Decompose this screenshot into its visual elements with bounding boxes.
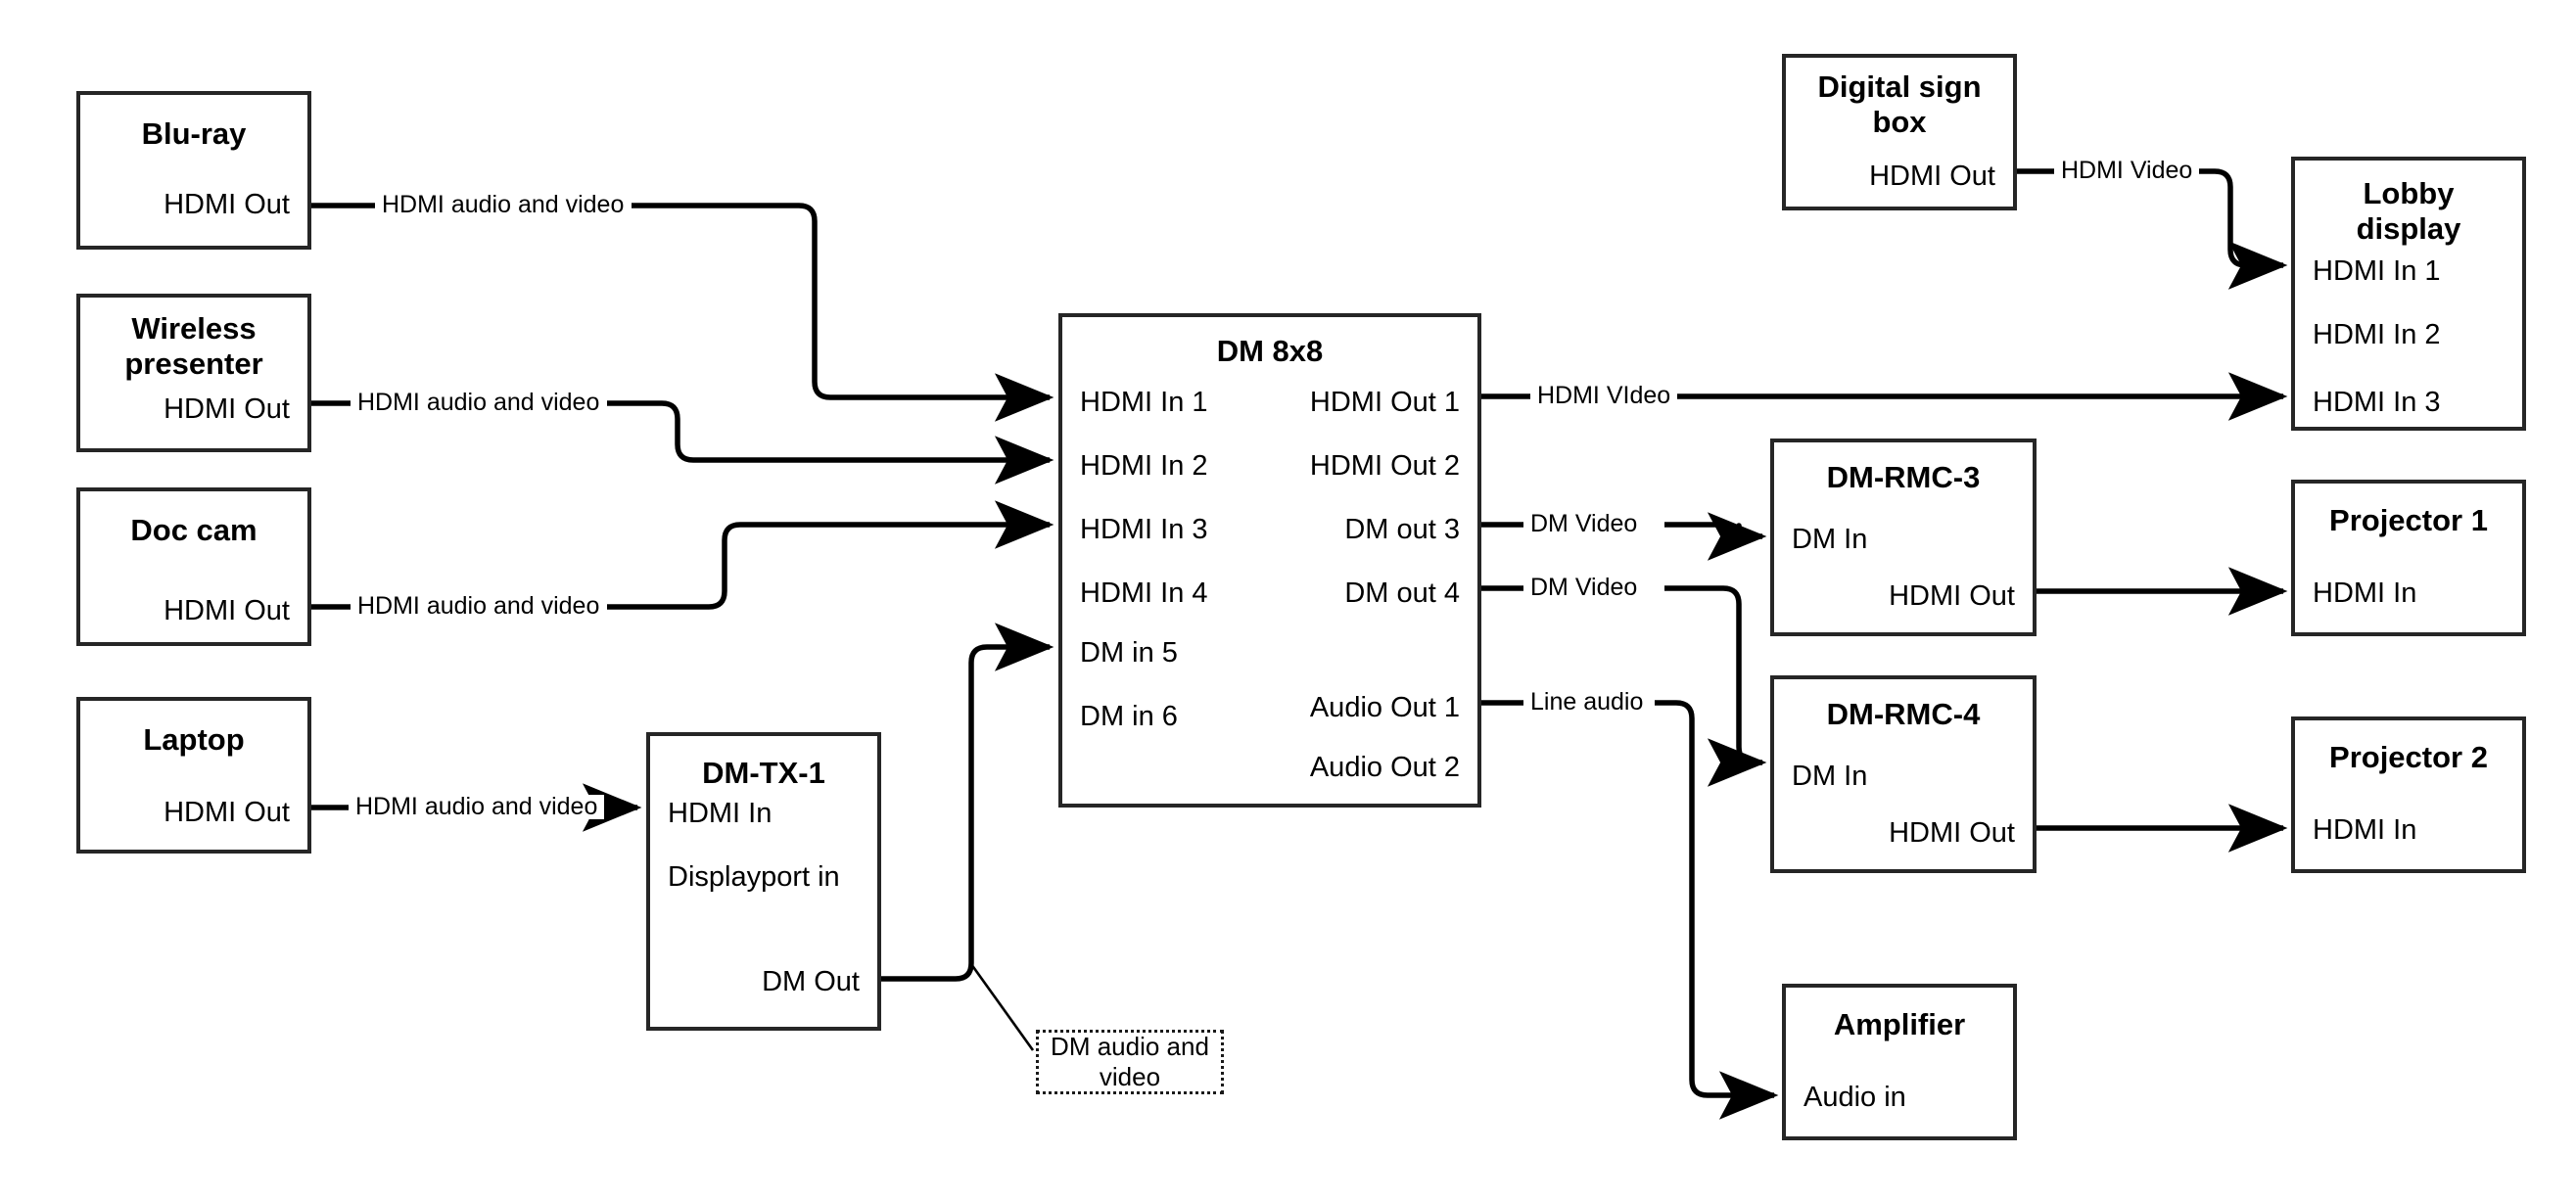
- port-dm8x8-hdmi-in-2[interactable]: HDMI In 2: [1080, 450, 1208, 482]
- port-projector1-hdmi-in[interactable]: HDMI In: [2313, 577, 2417, 609]
- port-dm8x8-hdmi-out-1[interactable]: HDMI Out 1: [1309, 387, 1460, 418]
- node-digital-sign-box-title-line1: Digital sign: [1817, 69, 1982, 104]
- node-digital-sign-box[interactable]: Digital sign box HDMI Out: [1782, 54, 2017, 210]
- port-lobby-hdmi-in-1[interactable]: HDMI In 1: [2313, 255, 2441, 287]
- wire-dmtx1-to-dm8x8: [881, 623, 1054, 982]
- wire-label-digitalsign-to-lobby: HDMI Video: [2054, 159, 2200, 183]
- node-amplifier[interactable]: Amplifier Audio in: [1782, 984, 2017, 1140]
- annotation-dm-audio-and-video-line2: video: [1099, 1062, 1161, 1091]
- node-projector-1-title: Projector 1: [2329, 503, 2488, 537]
- port-rmc4-hdmi-out[interactable]: HDMI Out: [1889, 817, 2015, 849]
- wire-label-dm8x8-audio1-to-amplifier: Line audio: [1523, 690, 1651, 715]
- node-laptop-title: Laptop: [143, 722, 245, 757]
- wire-label-laptop-to-dmtx1: HDMI audio and video: [349, 795, 605, 819]
- port-dm8x8-hdmi-in-3[interactable]: HDMI In 3: [1080, 514, 1208, 545]
- node-doc-cam-title: Doc cam: [130, 513, 258, 547]
- port-dm8x8-hdmi-in-4[interactable]: HDMI In 4: [1080, 577, 1208, 609]
- node-lobby-display[interactable]: Lobby display HDMI In 1 HDMI In 2 HDMI I…: [2291, 157, 2526, 431]
- node-dm-8x8-title: DM 8x8: [1216, 334, 1324, 368]
- node-dm-rmc-3[interactable]: DM-RMC-3 DM In HDMI Out: [1770, 439, 2037, 636]
- wire-label-bluray-to-dm8x8: HDMI audio and video: [375, 193, 632, 217]
- node-lobby-display-title-line1: Lobby: [2363, 176, 2455, 210]
- node-dm-rmc-4-title: DM-RMC-4: [1826, 697, 1981, 731]
- port-rmc3-hdmi-out[interactable]: HDMI Out: [1889, 580, 2015, 612]
- wire-label-wireless-to-dm8x8: HDMI audio and video: [351, 391, 607, 415]
- port-dm8x8-dm-in-6[interactable]: DM in 6: [1080, 701, 1178, 732]
- node-dm-rmc-3-title: DM-RMC-3: [1826, 460, 1981, 494]
- port-dm8x8-audio-out-1[interactable]: Audio Out 1: [1309, 692, 1460, 723]
- port-dm8x8-dm-out-4[interactable]: DM out 4: [1344, 577, 1460, 609]
- annotation-dm-audio-and-video: DM audio and video: [1036, 1030, 1224, 1094]
- port-dm8x8-hdmi-out-2[interactable]: HDMI Out 2: [1309, 450, 1460, 482]
- node-wireless-presenter[interactable]: Wireless presenter HDMI Out: [76, 294, 311, 452]
- port-wireless-hdmi-out[interactable]: HDMI Out: [164, 393, 290, 425]
- node-dm-tx-1[interactable]: DM-TX-1 HDMI In Displayport in DM Out: [646, 732, 881, 1031]
- port-lobby-hdmi-in-3[interactable]: HDMI In 3: [2313, 387, 2441, 418]
- node-projector-2[interactable]: Projector 2 HDMI In: [2291, 716, 2526, 873]
- node-lobby-display-title-line2: display: [2356, 211, 2461, 246]
- wire-doccam-to-dm8x8: [311, 525, 1050, 610]
- node-digital-sign-box-title-line2: box: [1872, 105, 1927, 139]
- port-dmtx1-hdmi-in[interactable]: HDMI In: [668, 798, 773, 829]
- node-projector-1[interactable]: Projector 1 HDMI In: [2291, 480, 2526, 636]
- wire-label-dm8x8-out1-to-lobby: HDMI VIdeo: [1530, 384, 1678, 408]
- wire-label-dm8x8-out3-to-rmc3: DM Video: [1523, 512, 1645, 536]
- wire-label-doccam-to-dm8x8: HDMI audio and video: [351, 594, 607, 619]
- wire-dm8x8-audio1-to-amplifier: [1480, 700, 1774, 1095]
- port-dmtx1-dm-out[interactable]: DM Out: [762, 966, 860, 997]
- port-doccam-hdmi-out[interactable]: HDMI Out: [164, 595, 290, 626]
- port-rmc3-dm-in[interactable]: DM In: [1792, 524, 1868, 555]
- annotation-dm-audio-and-video-line1: DM audio and: [1051, 1032, 1209, 1062]
- port-dm8x8-dm-out-3[interactable]: DM out 3: [1344, 514, 1460, 545]
- node-doc-cam[interactable]: Doc cam HDMI Out: [76, 487, 311, 646]
- wire-digitalsign-to-lobby: [2017, 168, 2283, 265]
- port-dm8x8-hdmi-in-1[interactable]: HDMI In 1: [1080, 387, 1208, 418]
- port-rmc4-dm-in[interactable]: DM In: [1792, 761, 1868, 792]
- node-dm-rmc-4[interactable]: DM-RMC-4 DM In HDMI Out: [1770, 675, 2037, 873]
- port-lobby-hdmi-in-2[interactable]: HDMI In 2: [2313, 319, 2441, 350]
- node-dm-tx-1-title: DM-TX-1: [702, 756, 825, 790]
- port-digitalsign-hdmi-out[interactable]: HDMI Out: [1869, 161, 1995, 192]
- node-bluray-title: Blu-ray: [141, 116, 247, 151]
- wire-dm8x8-out3-to-rmc3: [1480, 525, 1762, 540]
- node-laptop[interactable]: Laptop HDMI Out: [76, 697, 311, 854]
- node-projector-2-title: Projector 2: [2329, 740, 2488, 774]
- port-amplifier-audio-in[interactable]: Audio in: [1803, 1082, 1906, 1113]
- leader-dm-audio-and-video: [969, 963, 1035, 1051]
- port-projector2-hdmi-in[interactable]: HDMI In: [2313, 814, 2417, 846]
- node-wireless-presenter-title-line2: presenter: [124, 346, 263, 381]
- node-bluray[interactable]: Blu-ray HDMI Out: [76, 91, 311, 250]
- port-dmtx1-displayport-in[interactable]: Displayport in: [668, 861, 840, 893]
- port-dm8x8-audio-out-2[interactable]: Audio Out 2: [1309, 752, 1460, 783]
- wire-label-dm8x8-out4-to-rmc4: DM Video: [1523, 576, 1645, 600]
- wire-bluray-to-dm8x8: [311, 203, 1050, 397]
- node-amplifier-title: Amplifier: [1833, 1007, 1966, 1041]
- port-laptop-hdmi-out[interactable]: HDMI Out: [164, 797, 290, 828]
- port-bluray-hdmi-out[interactable]: HDMI Out: [164, 189, 290, 220]
- wire-dm8x8-out4-to-rmc4: [1480, 585, 1762, 762]
- node-dm-8x8[interactable]: DM 8x8 HDMI In 1 HDMI In 2 HDMI In 3 HDM…: [1058, 313, 1481, 808]
- wire-wireless-to-dm8x8: [311, 403, 1050, 460]
- port-dm8x8-dm-in-5[interactable]: DM in 5: [1080, 637, 1178, 669]
- node-wireless-presenter-title-line1: Wireless: [131, 311, 257, 346]
